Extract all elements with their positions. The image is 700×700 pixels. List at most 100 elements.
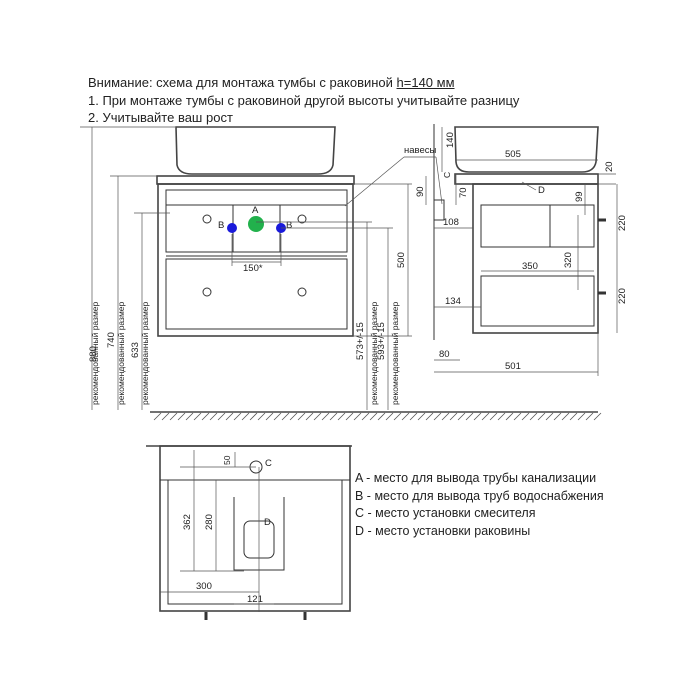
floor-hatch-line xyxy=(393,412,402,421)
floor-hatch-line xyxy=(305,412,314,421)
floor-hatch-line xyxy=(345,412,354,421)
floor-hatch-line xyxy=(361,412,370,421)
dim-740-rec-label: рекомендованный размер xyxy=(116,301,126,405)
note-line-2: 1. При монтаже тумбы с раковиной другой … xyxy=(88,92,520,108)
marker-b-label-right: B xyxy=(286,220,292,231)
legend-item-a: A - место для вывода трубы канализации xyxy=(355,471,597,485)
floor-hatch-line xyxy=(209,412,218,421)
dim-501-label: 501 xyxy=(505,361,521,372)
dim-500-label: 500 xyxy=(396,252,407,268)
dim-573-rec-label: рекомендованный размер xyxy=(369,301,379,405)
floor-hatch-line xyxy=(497,412,506,421)
floor-hatch-line xyxy=(449,412,458,421)
floor-hatch-line xyxy=(161,412,170,421)
mounting-notes: Внимание: схема для монтажа тумбы с рако… xyxy=(88,74,519,127)
floor-hatch-line xyxy=(281,412,290,421)
floor-hatch-line xyxy=(593,412,602,421)
floor-hatch-line xyxy=(225,412,234,421)
sink-height-highlight: h=140 мм xyxy=(396,75,455,90)
floor-hatch-line xyxy=(481,412,490,421)
dim-740-label: 740 xyxy=(106,332,117,348)
floor-hatch-line xyxy=(369,412,378,421)
dim-593-label: 593+/-15 xyxy=(376,322,387,360)
floor-hatch-line xyxy=(265,412,274,421)
dim-70-label: 70 xyxy=(458,187,469,198)
dim-50-label: 50 xyxy=(222,455,232,465)
dim-140-label: 140 xyxy=(445,132,456,148)
floor-hatch-line xyxy=(297,412,306,421)
side-marker-d-label: D xyxy=(538,185,545,196)
dim-573-label: 573+/-15 xyxy=(355,322,366,360)
floor-hatch-line xyxy=(329,412,338,421)
floor-hatch-line xyxy=(569,412,578,421)
floor-hatch-line xyxy=(193,412,202,421)
dim-593-rec-label: рекомендованный размер xyxy=(390,301,400,405)
floor-hatch-line xyxy=(201,412,210,421)
legend-item-c: C - место установки смесителя xyxy=(355,506,536,520)
floor-hatch-line xyxy=(537,412,546,421)
note-line-1: Внимание: схема для монтажа тумбы с рако… xyxy=(88,74,519,92)
front-countertop xyxy=(156,175,355,185)
floor-hatch-line xyxy=(337,412,346,421)
dim-880-label: 880 xyxy=(88,346,99,362)
floor-hatch-line xyxy=(321,412,330,421)
marker-a-label: A xyxy=(252,205,259,216)
floor-hatch-line xyxy=(177,412,186,421)
top-marker-d-label: D xyxy=(264,517,271,528)
floor-hatching xyxy=(153,412,602,421)
dim-121-label: 121 xyxy=(247,594,263,605)
dim-99-label: 99 xyxy=(574,191,585,202)
dim-150-label: 150* xyxy=(243,263,263,274)
side-upper-drawer xyxy=(480,204,595,248)
drawer-knob xyxy=(297,214,307,224)
dim-350-label: 350 xyxy=(522,261,538,272)
legend-item-b: B - место для вывода труб водоснабжения xyxy=(355,488,604,503)
floor-hatch-line xyxy=(289,412,298,421)
top-cabinet-body xyxy=(159,445,351,612)
dim-280-label: 280 xyxy=(204,514,215,530)
legend: A - место для вывода трубы канализации B… xyxy=(355,470,604,540)
dim-505-label: 505 xyxy=(505,149,521,160)
floor-hatch-line xyxy=(505,412,514,421)
floor-hatch-line xyxy=(577,412,586,421)
top-view: C D 50 362 280 300 121 xyxy=(146,445,352,620)
dim-80-label: 80 xyxy=(439,349,450,360)
floor-hatch-line xyxy=(409,412,418,421)
dim-108-label: 108 xyxy=(443,217,459,228)
floor-hatch-line xyxy=(457,412,466,421)
floor-hatch-line xyxy=(169,412,178,421)
floor-hatch-line xyxy=(417,412,426,421)
front-cabinet-body xyxy=(157,183,354,337)
drawer-knob xyxy=(202,214,212,224)
side-view: C D навесы 505 140 20 90 70 99 220 108 3… xyxy=(344,124,628,376)
dim-220-lower-label: 220 xyxy=(617,288,628,304)
front-view: A B B 150* 880 рекомендованный размер 74… xyxy=(80,126,602,421)
floor-hatch-line xyxy=(313,412,322,421)
note-line-1-prefix: Внимание: схема для монтажа тумбы с рако… xyxy=(88,75,397,90)
marker-a-drain-point xyxy=(248,216,264,232)
top-marker-c-label: C xyxy=(265,458,272,469)
dim-320-label: 320 xyxy=(563,252,574,268)
floor-hatch-line xyxy=(585,412,594,421)
floor-hatch-line xyxy=(425,412,434,421)
marker-b-water-left xyxy=(227,223,237,233)
note-line-3: 2. Учитывайте ваш рост xyxy=(88,110,233,125)
dim-20-label: 20 xyxy=(604,161,615,172)
side-cabinet-body xyxy=(472,183,599,334)
dim-633-rec-label: рекомендованный размер xyxy=(140,301,150,405)
floor-hatch-line xyxy=(153,412,162,421)
hanger-label: навесы xyxy=(404,145,437,156)
floor-hatch-line xyxy=(241,412,250,421)
dim-362-label: 362 xyxy=(182,514,193,530)
side-sink-bowl xyxy=(454,126,599,173)
floor-hatch-line xyxy=(473,412,482,421)
side-lower-drawer xyxy=(480,275,595,327)
side-marker-c-label: C xyxy=(442,172,452,178)
floor-hatch-line xyxy=(561,412,570,421)
floor-hatch-line xyxy=(257,412,266,421)
drawer-knob xyxy=(297,287,307,297)
legend-item-d: D - место установки раковины xyxy=(355,523,531,538)
dim-300-label: 300 xyxy=(196,581,212,592)
floor-hatch-line xyxy=(233,412,242,421)
